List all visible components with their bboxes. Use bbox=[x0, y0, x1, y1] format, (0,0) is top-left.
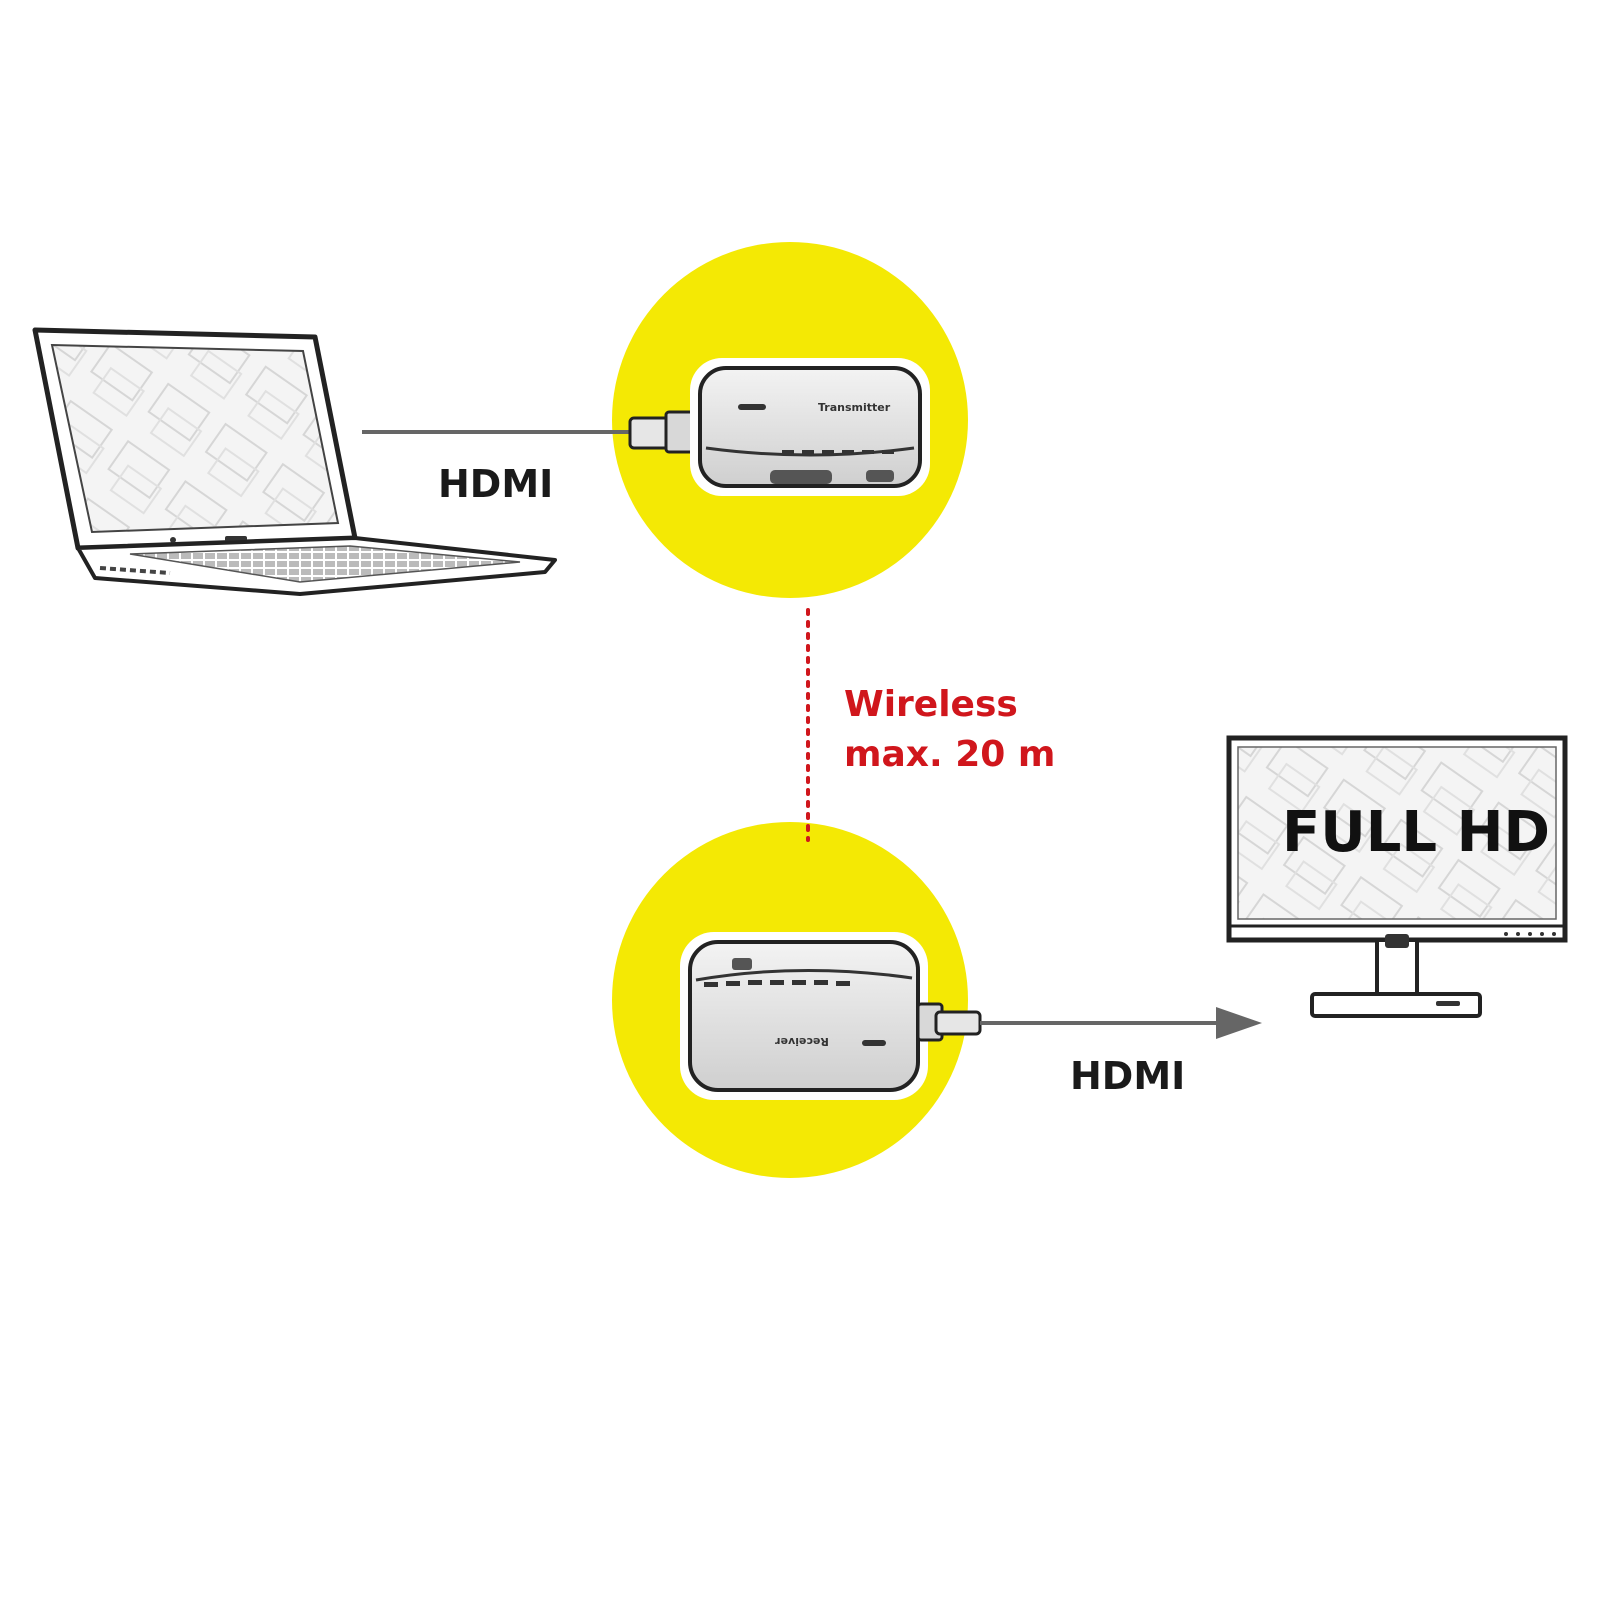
monitor-screen-label: FULL HD bbox=[1282, 800, 1550, 865]
hdmi-input-label: HDMI bbox=[438, 462, 554, 506]
wireless-label-line2: max. 20 m bbox=[844, 734, 1056, 775]
wireless-label-line1: Wireless bbox=[844, 684, 1018, 725]
arrow-right-icon bbox=[1216, 1007, 1262, 1039]
receiver-icon: Receiver bbox=[680, 932, 982, 1100]
receiver-text: Receiver bbox=[775, 1035, 829, 1048]
hdmi-output-label: HDMI bbox=[1070, 1054, 1186, 1098]
laptop-icon bbox=[32, 327, 557, 596]
transmitter-text: Transmitter bbox=[818, 401, 891, 414]
transmitter-icon: Transmitter bbox=[628, 358, 930, 496]
monitor-icon bbox=[1226, 735, 1568, 1018]
